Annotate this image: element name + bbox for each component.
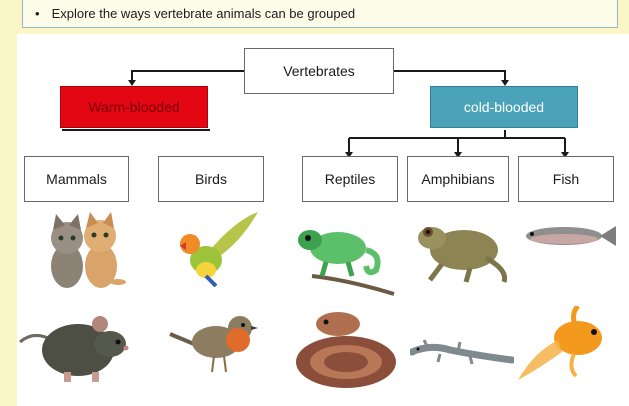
warm-blooded-box: Warm-blooded bbox=[60, 86, 208, 128]
lovebird-image bbox=[176, 210, 260, 288]
chameleon-image bbox=[296, 218, 396, 298]
mammals-box: Mammals bbox=[24, 156, 129, 202]
connector-root-warm bbox=[132, 71, 244, 82]
mouse-image bbox=[16, 302, 132, 386]
robin-image bbox=[166, 306, 258, 376]
vertebrates-box: Vertebrates bbox=[244, 48, 394, 94]
goldfish-image bbox=[514, 306, 618, 384]
snake-image bbox=[292, 306, 406, 392]
kittens-image bbox=[40, 208, 128, 290]
connector-root-cold bbox=[394, 71, 505, 82]
cold-blooded-box: cold-blooded bbox=[430, 86, 578, 128]
reptiles-box: Reptiles bbox=[302, 156, 398, 202]
fish-box: Fish bbox=[518, 156, 614, 202]
newt-image bbox=[410, 336, 514, 366]
birds-box: Birds bbox=[158, 156, 264, 202]
frog-image bbox=[412, 214, 512, 284]
amphibians-box: Amphibians bbox=[407, 156, 509, 202]
trout-image bbox=[520, 222, 616, 250]
